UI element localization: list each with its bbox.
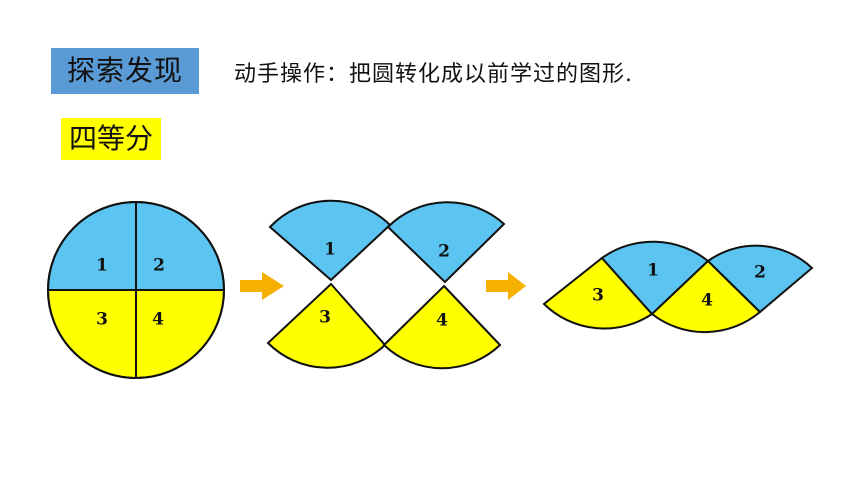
rearranged-sector-4 — [650, 259, 762, 334]
rearranged-number-3: 3 — [592, 286, 604, 306]
quarter-label: 四等分 — [61, 118, 161, 160]
circle-number-4: 4 — [152, 310, 164, 330]
circle-number-1: 1 — [96, 256, 108, 276]
circle-quarter-1 — [46, 200, 137, 291]
instruction-text: 动手操作：把圆转化成以前学过的图形. — [234, 62, 633, 87]
split-sector-2 — [386, 201, 506, 284]
split-number-1: 1 — [324, 240, 336, 260]
whole-circle: 1 2 3 4 — [46, 200, 226, 380]
split-number-3: 3 — [319, 308, 331, 328]
circle-number-2: 2 — [153, 256, 165, 276]
circle-quarter-4 — [135, 289, 226, 380]
right-arrow-icon — [240, 272, 284, 300]
rearranged-number-4: 4 — [701, 291, 713, 311]
rearranged-shape: 3 1 4 2 — [542, 240, 814, 334]
rearranged-number-1: 1 — [647, 261, 659, 281]
rearranged-number-2: 2 — [754, 263, 766, 283]
right-arrow-icon — [486, 272, 526, 300]
section-badge: 探索发现 — [51, 48, 199, 94]
rearranged-sector-3 — [542, 256, 654, 330]
split-sector-1 — [268, 199, 392, 282]
circle-quarter-2 — [135, 200, 226, 291]
rearranged-sector-1 — [600, 240, 710, 316]
split-sectors: 1 2 3 4 — [266, 199, 506, 370]
split-number-4: 4 — [436, 311, 448, 331]
rearranged-sector-2 — [706, 244, 814, 314]
split-sector-3 — [266, 282, 387, 369]
circle-number-3: 3 — [96, 310, 108, 330]
circle-quarter-3 — [46, 289, 137, 380]
split-number-2: 2 — [438, 242, 450, 262]
split-sector-4 — [382, 284, 502, 370]
